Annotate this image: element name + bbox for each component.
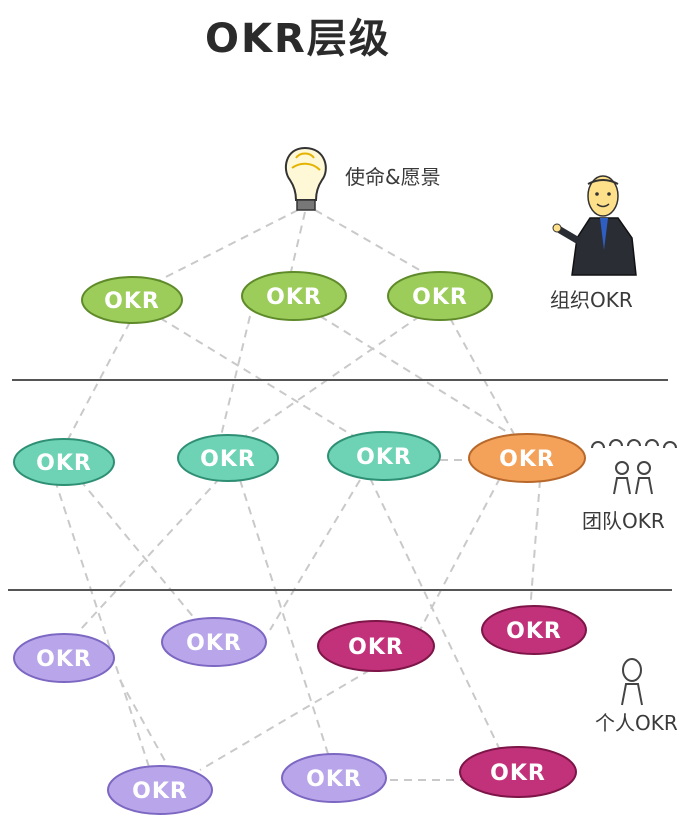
personal-okr-node: OKR bbox=[161, 617, 267, 667]
lightbulb-icon bbox=[284, 146, 327, 211]
okr-node-label: OKR bbox=[506, 619, 562, 644]
okr-node-label: OKR bbox=[104, 289, 160, 314]
businessman-icon bbox=[552, 175, 637, 276]
okr-node-label: OKR bbox=[266, 285, 322, 310]
org-okr-node: OKR bbox=[81, 276, 183, 324]
okr-node-label: OKR bbox=[490, 761, 546, 786]
okr-node-label: OKR bbox=[412, 285, 468, 310]
team-people-icon bbox=[591, 439, 677, 495]
personal-okr-node: OKR bbox=[481, 605, 587, 655]
personal-okr-label: 个人OKR bbox=[595, 711, 678, 735]
personal-okr-node: OKR bbox=[459, 746, 577, 798]
okr-node-label: OKR bbox=[356, 445, 412, 470]
person-icon bbox=[621, 658, 643, 706]
okr-node-label: OKR bbox=[36, 451, 92, 476]
okr-node-label: OKR bbox=[348, 635, 404, 660]
okr-node-label: OKR bbox=[186, 631, 242, 656]
team-okr-node: OKR bbox=[177, 434, 279, 482]
team-okr-node-highlight: OKR bbox=[468, 433, 586, 483]
okr-node-label: OKR bbox=[200, 447, 256, 472]
diagram-title: OKR层级 bbox=[205, 16, 391, 62]
personal-okr-node: OKR bbox=[281, 753, 387, 803]
okr-node-label: OKR bbox=[132, 779, 188, 804]
team-okr-label: 团队OKR bbox=[582, 509, 665, 533]
okr-node-label: OKR bbox=[36, 647, 92, 672]
org-okr-node: OKR bbox=[241, 271, 347, 321]
org-okr-node: OKR bbox=[387, 271, 493, 321]
okr-nodes: OKR OKR OKR OKR OKR OKR OKR bbox=[13, 271, 587, 815]
team-okr-node: OKR bbox=[13, 438, 115, 486]
personal-okr-node: OKR bbox=[107, 765, 213, 815]
okr-node-label: OKR bbox=[499, 447, 555, 472]
mission-vision-label: 使命&愿景 bbox=[345, 165, 441, 189]
personal-okr-node: OKR bbox=[317, 620, 435, 672]
team-okr-node: OKR bbox=[327, 431, 441, 481]
org-okr-label: 组织OKR bbox=[550, 288, 633, 312]
okr-node-label: OKR bbox=[306, 767, 362, 792]
personal-okr-node: OKR bbox=[13, 633, 115, 683]
